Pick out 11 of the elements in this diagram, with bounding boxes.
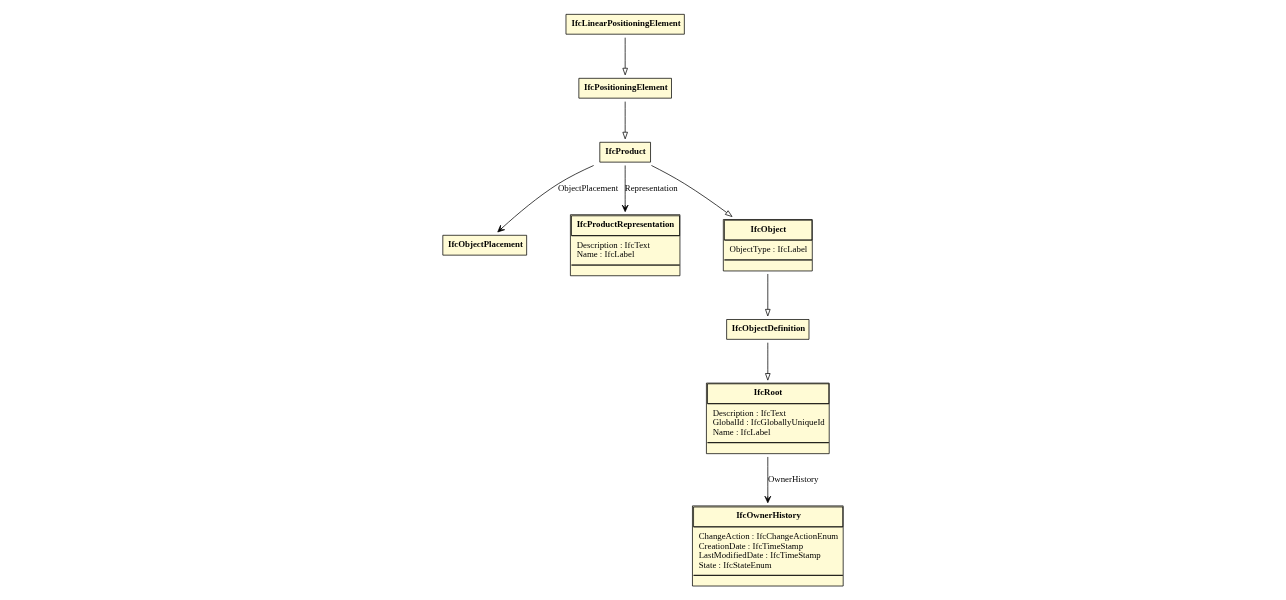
arrow xyxy=(651,165,733,217)
arrow xyxy=(765,342,771,381)
edge-label: Representation xyxy=(624,182,678,193)
arrow xyxy=(622,101,628,140)
arrow xyxy=(765,273,771,317)
edge-label: OwnerHistory xyxy=(767,474,819,485)
arrow xyxy=(621,165,629,212)
edge-label: ObjectPlacement xyxy=(557,182,619,193)
arrow xyxy=(497,165,595,233)
arrow xyxy=(622,37,628,76)
arrow xyxy=(764,456,772,504)
